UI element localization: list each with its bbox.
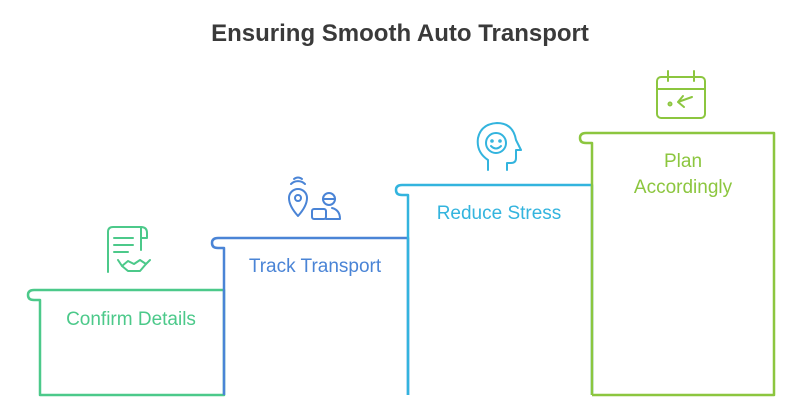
step-4-label-line-1: Plan: [664, 151, 702, 172]
calendar-icon: [656, 70, 706, 119]
step-2-label: Track Transport: [249, 256, 382, 277]
step-plan-accordingly: Plan Accordingly: [578, 70, 776, 397]
step-reduce-stress: Reduce Stress: [394, 122, 594, 395]
location-tracking-icon: [288, 176, 341, 220]
step-confirm-details: Confirm Details: [26, 226, 226, 397]
step-4-outline: [578, 131, 776, 397]
handshake-document-icon: [107, 226, 151, 273]
step-4-label-line-2: Accordingly: [634, 177, 733, 198]
step-2-outline: [210, 236, 410, 395]
step-3-outline: [394, 183, 594, 395]
step-1-outline: [26, 288, 226, 397]
step-3-label: Reduce Stress: [437, 203, 562, 224]
step-1-label: Confirm Details: [66, 309, 196, 330]
smiling-head-icon: [476, 122, 522, 171]
diagram-title: Ensuring Smooth Auto Transport: [211, 20, 589, 47]
step-track-transport: Track Transport: [210, 176, 410, 395]
